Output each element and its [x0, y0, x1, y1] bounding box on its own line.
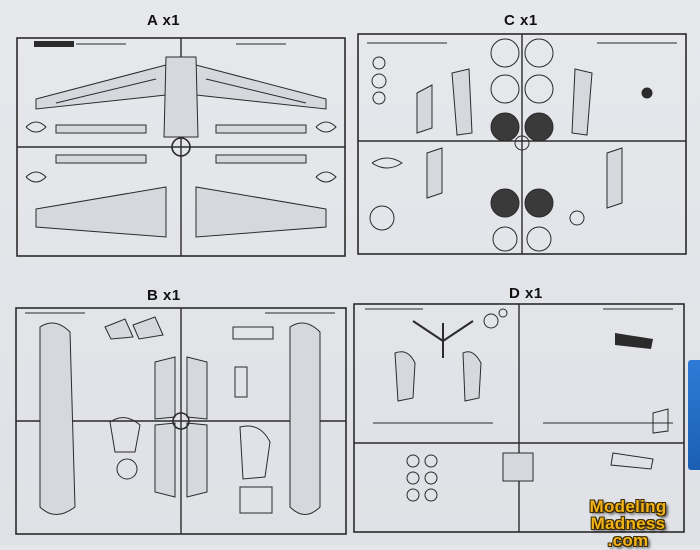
- sprue-b-drawing: [15, 307, 347, 535]
- sprue-label-c: C x1: [504, 12, 538, 29]
- watermark-line-3: .com: [607, 531, 649, 550]
- right-edge-accent: [688, 360, 700, 470]
- watermark-line-1: Modeling: [589, 497, 667, 516]
- watermark-line-2: Madness: [590, 514, 666, 533]
- sprue-d-drawing: [353, 303, 685, 533]
- sprue-label-d: D x1: [509, 285, 543, 302]
- sprue-label-b: B x1: [147, 287, 181, 304]
- sprue-a-drawing: [16, 37, 346, 257]
- sprue-label-a: A x1: [147, 12, 181, 29]
- sprue-c-drawing: [357, 33, 687, 255]
- modeling-madness-watermark: Modeling Madness .com: [560, 498, 696, 549]
